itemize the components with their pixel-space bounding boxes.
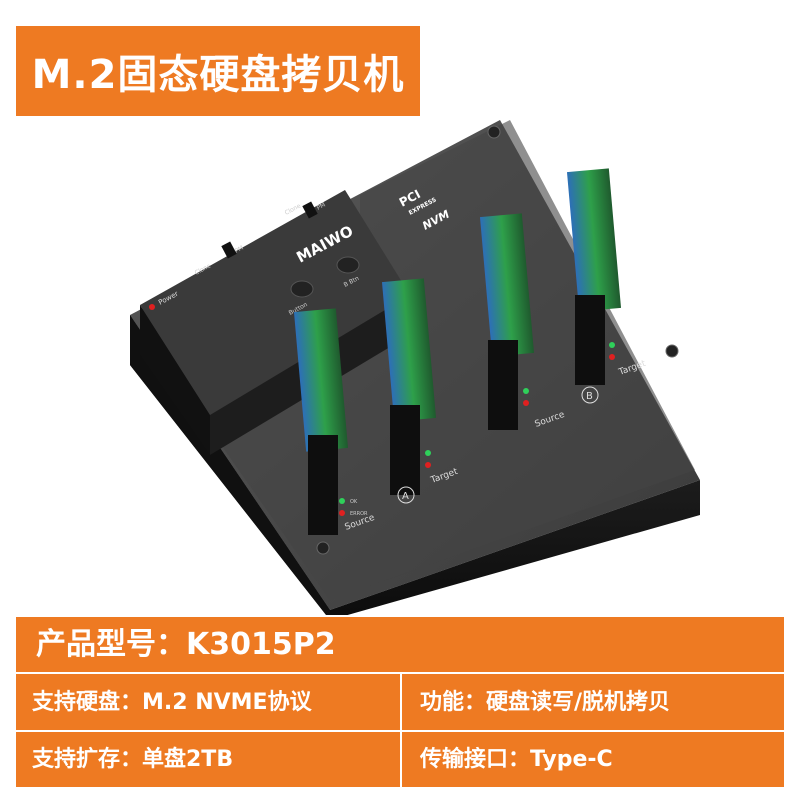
page-title: M.2固态硬盘拷贝机 bbox=[16, 26, 420, 116]
pm-label-b: PM bbox=[316, 201, 327, 211]
slot-4-error-led bbox=[609, 354, 615, 360]
control-panel bbox=[140, 190, 410, 415]
ssd-slot-4[interactable] bbox=[566, 168, 622, 385]
ssd-slot-3[interactable] bbox=[479, 213, 535, 430]
screw bbox=[487, 125, 501, 139]
pm-label-a: PM bbox=[234, 244, 245, 254]
clone-switch-a[interactable] bbox=[221, 241, 237, 259]
slot-2-ok-led bbox=[425, 450, 431, 456]
divider bbox=[16, 730, 784, 732]
slot-2-error-led bbox=[425, 462, 431, 468]
slot-1-error-led bbox=[339, 510, 345, 516]
slot-4-ok-led bbox=[609, 342, 615, 348]
button-a[interactable] bbox=[290, 280, 314, 298]
product-image: MAIWO Power Button B Btn Clone PM Clone … bbox=[0, 115, 800, 620]
group-a-label: A bbox=[402, 491, 409, 502]
group-b-label: B bbox=[586, 391, 593, 402]
ok-label: OK bbox=[350, 499, 358, 505]
slot-3-error-led bbox=[523, 400, 529, 406]
copier-device-illustration: MAIWO Power Button B Btn Clone PM Clone … bbox=[130, 120, 700, 620]
screw bbox=[316, 541, 330, 555]
slot-1-ok-led bbox=[339, 498, 345, 504]
error-label: ERROR bbox=[350, 511, 368, 517]
group-b-badge bbox=[581, 386, 599, 404]
spec-function: 功能：硬盘读写/脱机拷贝 bbox=[420, 690, 671, 715]
spec-capacity: 支持扩存：单盘2TB bbox=[32, 747, 234, 772]
slot-3-ok-led bbox=[523, 388, 529, 394]
spec-table: 产品型号：K3015P2 支持硬盘：M.2 NVME协议 功能：硬盘读写/脱机拷… bbox=[16, 617, 784, 787]
divider bbox=[16, 672, 784, 674]
screw bbox=[665, 344, 679, 358]
button-b[interactable] bbox=[336, 256, 360, 274]
spec-model: 产品型号：K3015P2 bbox=[36, 627, 336, 662]
spec-support-disk: 支持硬盘：M.2 NVME协议 bbox=[32, 690, 312, 715]
ssd-slot-1[interactable] bbox=[293, 308, 349, 535]
power-led bbox=[149, 304, 155, 310]
clone-switch-b[interactable] bbox=[302, 201, 318, 219]
device-front-side bbox=[330, 480, 700, 620]
group-a-badge bbox=[397, 486, 415, 504]
spec-interface: 传输接口：Type-C bbox=[420, 747, 613, 772]
clone-label-b: Clone bbox=[284, 202, 303, 216]
ssd-slot-2[interactable] bbox=[381, 278, 437, 495]
